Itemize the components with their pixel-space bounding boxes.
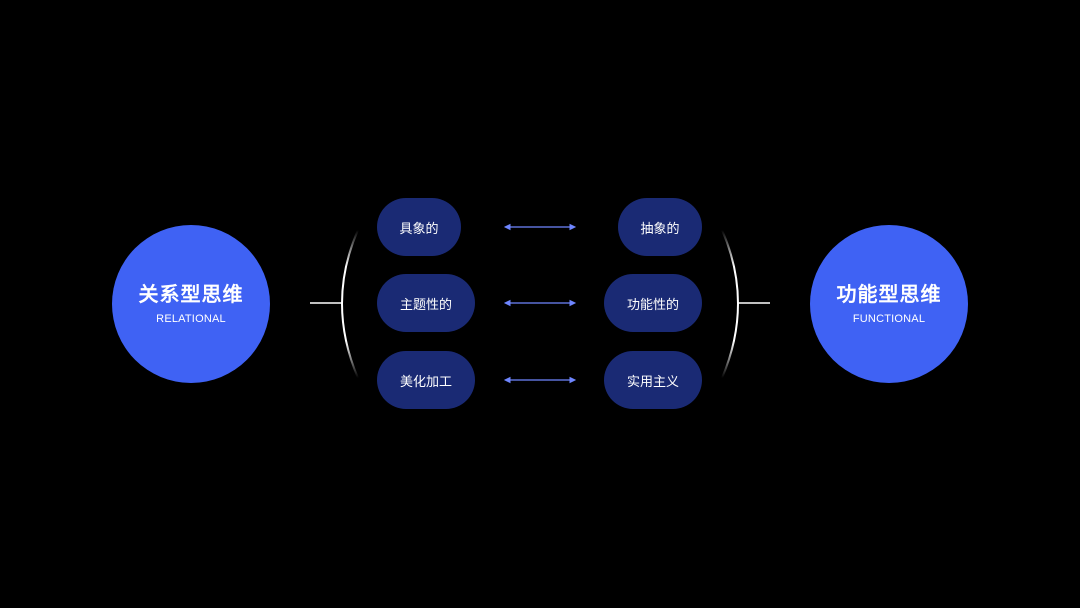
arrow-row-1 <box>503 223 577 231</box>
left-pill-2: 主题性的 <box>377 274 475 332</box>
left-bracket <box>341 229 359 379</box>
relational-title: 关系型思维 <box>138 282 244 306</box>
right-pill-3: 实用主义 <box>604 351 702 409</box>
arrow-row-3 <box>503 376 577 384</box>
right-pill-2: 功能性的 <box>604 274 702 332</box>
right-bracket <box>721 229 739 379</box>
functional-subtitle: FUNCTIONAL <box>852 313 926 325</box>
relational-subtitle: RELATIONAL <box>156 313 226 325</box>
functional-title: 功能型思维 <box>836 282 942 306</box>
left-pill-1: 具象的 <box>377 198 461 256</box>
relational-thinking-circle: 关系型思维 RELATIONAL <box>112 225 270 383</box>
left-pill-3: 美化加工 <box>377 351 475 409</box>
functional-thinking-circle: 功能型思维 FUNCTIONAL <box>810 225 968 383</box>
right-pill-1: 抽象的 <box>618 198 702 256</box>
arrow-row-2 <box>503 299 577 307</box>
